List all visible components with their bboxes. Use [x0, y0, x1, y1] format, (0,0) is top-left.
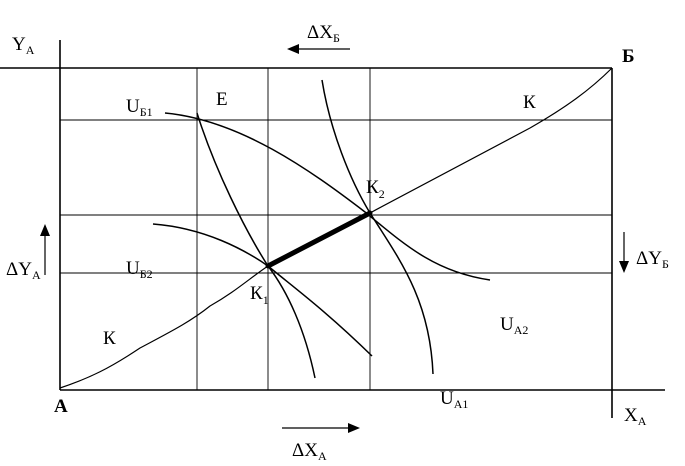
indifference-curve-u-b1 — [164, 112, 491, 281]
label-origin-b: Б — [622, 46, 635, 67]
label-contract-k-upper: К — [523, 92, 536, 113]
label-delta-x-a: ΔXA — [292, 440, 327, 463]
label-origin-a: A — [54, 396, 68, 417]
label-x-a: XA — [624, 405, 647, 428]
label-u-a2: UA2 — [500, 314, 528, 337]
label-u-a1: UA1 — [440, 388, 468, 411]
label-point-e: E — [216, 89, 228, 110]
box-frame — [0, 40, 665, 418]
label-delta-y-a: ΔYA — [6, 259, 41, 282]
indifference-curve-u-a2 — [321, 79, 434, 375]
indifference-curve-u-a1 — [196, 112, 316, 379]
label-contract-k-lower: К — [103, 328, 116, 349]
arrow-delta-y-a — [40, 224, 50, 275]
arrow-delta-x-b — [287, 44, 350, 54]
contract-core-segment — [265, 210, 373, 269]
contract-curve — [59, 67, 613, 389]
label-y-a: YA — [12, 34, 35, 57]
label-k2: К2 — [366, 177, 385, 201]
label-delta-x-b: ΔXБ — [307, 22, 340, 45]
label-delta-y-b: ΔYБ — [636, 248, 669, 271]
label-u-b1: UБ1 — [126, 96, 153, 119]
label-u-b2: UБ2 — [126, 258, 153, 281]
label-k1: К1 — [250, 283, 269, 307]
arrow-delta-y-b — [619, 232, 629, 273]
grid-lines — [60, 68, 612, 390]
arrow-delta-x-a — [282, 423, 360, 433]
